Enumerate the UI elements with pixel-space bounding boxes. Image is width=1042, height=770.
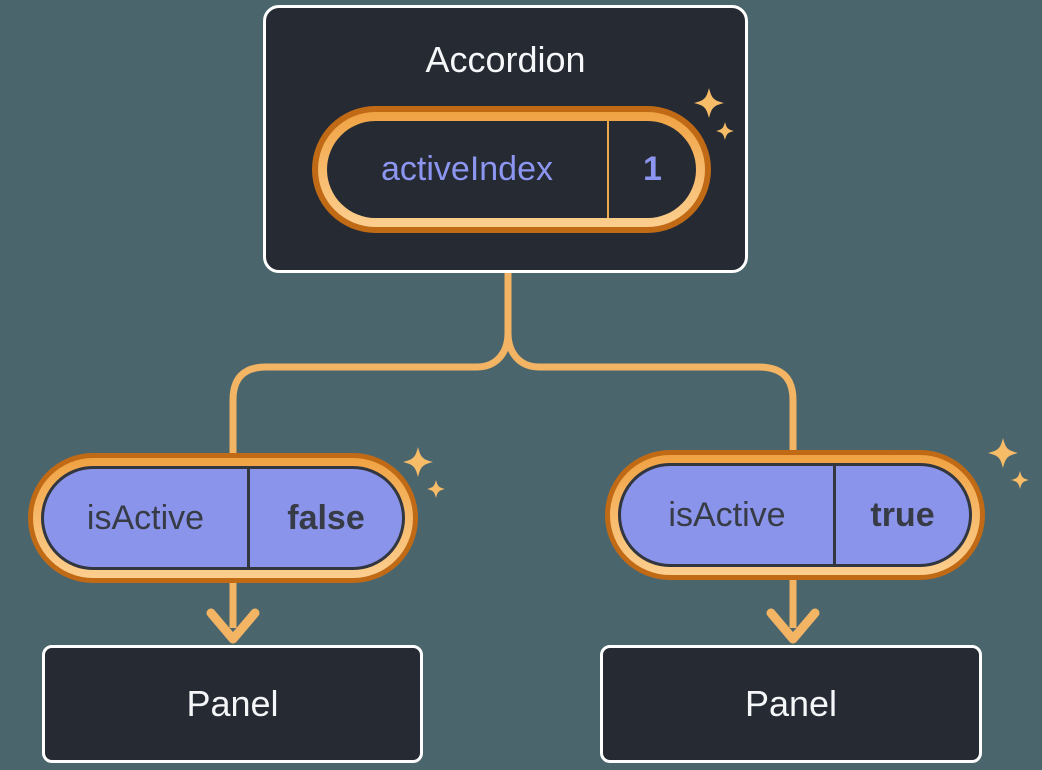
state-name: activeIndex [381,150,553,188]
sparkle-icon [1011,471,1029,489]
prop-pill-divider [833,466,836,564]
state-value: 1 [643,150,662,188]
state-pill-glow-ring: activeIndex 1 [318,112,705,227]
prop-pill-right: isActive true [605,450,985,580]
panel-card-left: Panel [42,645,423,763]
arrow-down-icon [206,608,260,644]
prop-value: true [870,495,935,534]
prop-pill-left: isActive false [28,453,418,583]
panel-label: Panel [744,683,838,724]
prop-value: false [287,498,365,537]
sparkle-icon [427,480,445,498]
sparkle-icon [988,438,1018,468]
arrow-down-icon [766,608,820,644]
prop-name: isActive [668,495,786,534]
panel-card-right: Panel [600,645,982,763]
panel-label: Panel [186,683,279,724]
prop-pill-glow-ring: isActive false [33,458,413,578]
prop-pill-glow-ring: isActive true [610,455,980,575]
sparkle-icon [403,447,433,477]
state-pill: activeIndex 1 [312,106,711,233]
state-pill-divider [607,121,609,218]
accordion-card: Accordion activeIndex 1 [263,5,748,273]
prop-name: isActive [86,498,205,537]
accordion-title: Accordion [425,39,586,80]
